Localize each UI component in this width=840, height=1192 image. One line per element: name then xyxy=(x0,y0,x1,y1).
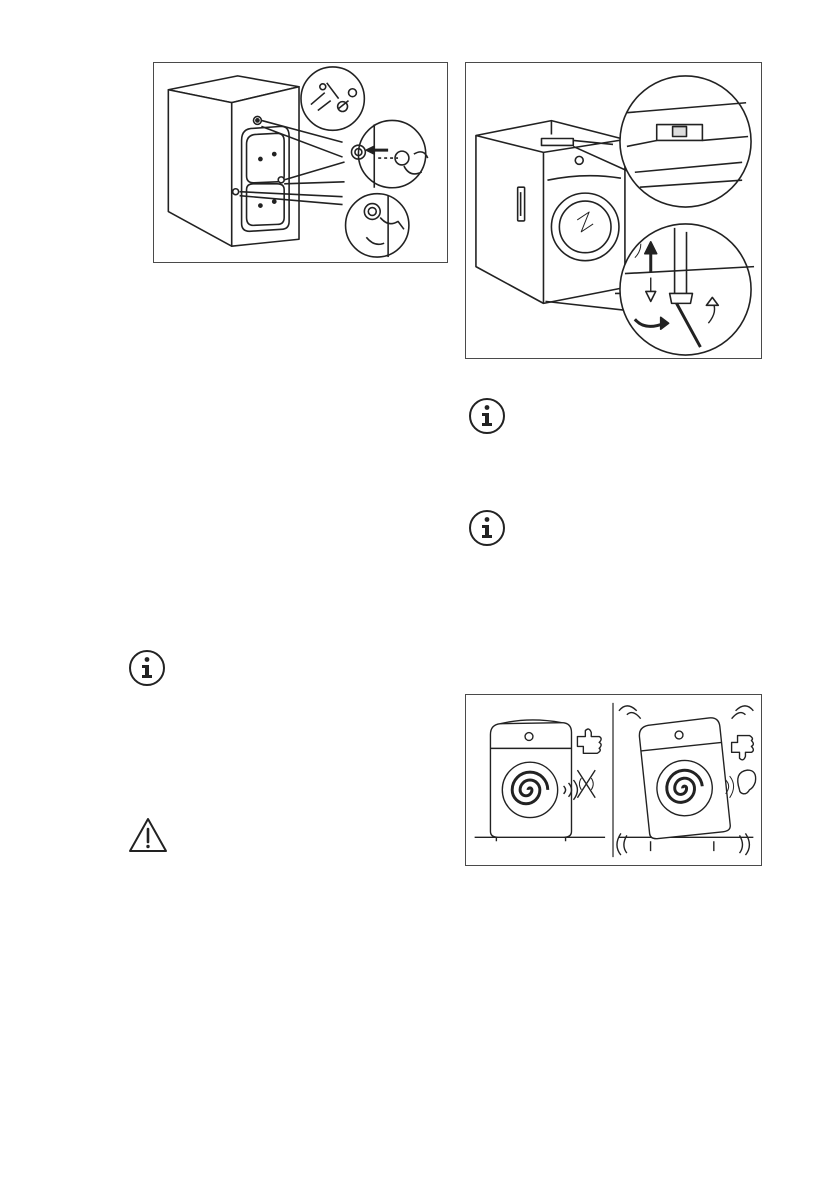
figure-vibration-comparison xyxy=(465,694,762,866)
figure-drain-plug-removal xyxy=(153,62,448,263)
figure-leveling-feet-adjustment xyxy=(465,62,762,359)
warning-triangle-icon xyxy=(127,816,169,854)
illustration-transit-bolt-removal xyxy=(154,63,447,262)
info-icon xyxy=(467,396,507,436)
illustration-leveling xyxy=(466,63,761,358)
info-icon xyxy=(127,648,167,688)
info-icon xyxy=(467,508,507,548)
illustration-level-vs-unlevel xyxy=(466,695,761,865)
footer-text-cropped xyxy=(0,1186,190,1192)
